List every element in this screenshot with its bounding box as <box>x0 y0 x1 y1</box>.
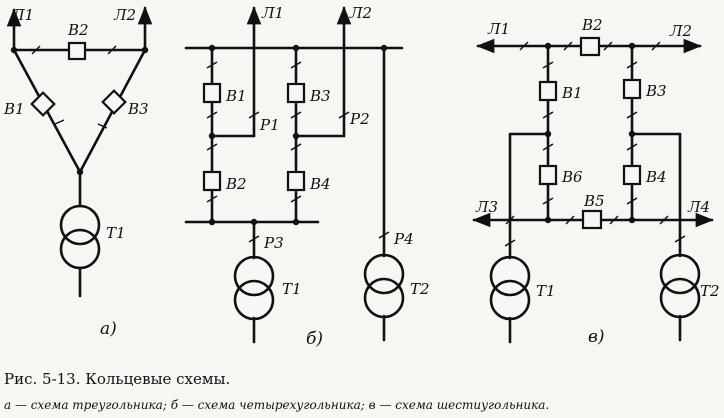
breaker-b3-a <box>101 89 127 115</box>
disconnector-label: Р3 <box>263 234 284 252</box>
line-label: Л1 <box>261 4 284 22</box>
breaker-b3-b <box>286 82 306 104</box>
transformer-label: Т2 <box>410 280 430 298</box>
transformer-t2-b <box>363 253 405 319</box>
breaker-label: В1 <box>3 100 25 118</box>
breaker-label: В2 <box>225 175 247 193</box>
breaker-b5-c <box>581 209 603 230</box>
line-label: Л3 <box>475 198 498 216</box>
breaker-label: В4 <box>645 168 667 186</box>
disconnector-label: Р1 <box>259 116 280 134</box>
disconnector-label: Р2 <box>349 110 370 128</box>
sublabel-b: б) <box>306 329 323 349</box>
breaker-b1-a <box>30 91 56 117</box>
sublabel-a: а) <box>100 319 117 339</box>
quadrilateral-scheme: Л1 Л2 В1 В3 В2 В4 Р1 Р2 Р3 Р4 Т1 Т2 б) <box>184 4 430 349</box>
breaker-b1-c <box>538 80 558 102</box>
breaker-label: В6 <box>561 168 583 186</box>
breaker-b2-c <box>579 36 601 57</box>
breaker-label: В3 <box>309 87 331 105</box>
transformer-label: Т1 <box>106 224 126 242</box>
hexagon-scheme: Л1 Л2 Л3 Л4 В2 В1 В3 В6 В4 В5 Т1 Т2 в) <box>472 16 720 347</box>
breaker-label: В1 <box>561 84 583 102</box>
breaker-label: В5 <box>583 192 605 210</box>
breaker-b4-b <box>286 170 306 192</box>
line-label: Л2 <box>349 4 372 22</box>
breaker-b2-a <box>67 41 87 61</box>
breaker-b2-b <box>202 170 222 192</box>
breaker-label: В2 <box>67 21 89 39</box>
transformer-label: Т2 <box>700 282 720 300</box>
transformer-t1-b <box>233 255 275 321</box>
breaker-label: В3 <box>645 82 667 100</box>
figure-legend: а — схема треугольника; б — схема четыре… <box>4 398 550 412</box>
breaker-b3-c <box>622 78 642 100</box>
breaker-label: В2 <box>581 16 603 34</box>
line-label: Л4 <box>687 198 710 216</box>
breaker-b1-b <box>202 82 222 104</box>
figure-caption: Рис. 5-13. Кольцевые схемы. <box>4 370 231 388</box>
breaker-b4-c <box>622 164 642 186</box>
transformer-t1-c <box>489 255 531 321</box>
line-label: Л2 <box>113 6 136 24</box>
transformer-t2-c <box>659 253 701 319</box>
breaker-label: В4 <box>309 175 331 193</box>
triangle-scheme: Л1 Л2 В2 В1 В3 Т1 а) <box>3 6 153 339</box>
sublabel-c: в) <box>588 327 605 347</box>
transformer-label: Т1 <box>536 282 556 300</box>
breaker-label: В1 <box>225 87 247 105</box>
line-label: Л1 <box>487 20 510 38</box>
disconnector-label: Р4 <box>393 230 414 248</box>
line-label: Л1 <box>11 6 34 24</box>
transformer-t1-a <box>59 204 101 270</box>
line-label: Л2 <box>669 22 692 40</box>
breaker-label: В3 <box>127 100 149 118</box>
transformer-label: Т1 <box>282 280 302 298</box>
breaker-b6-c <box>538 164 558 186</box>
